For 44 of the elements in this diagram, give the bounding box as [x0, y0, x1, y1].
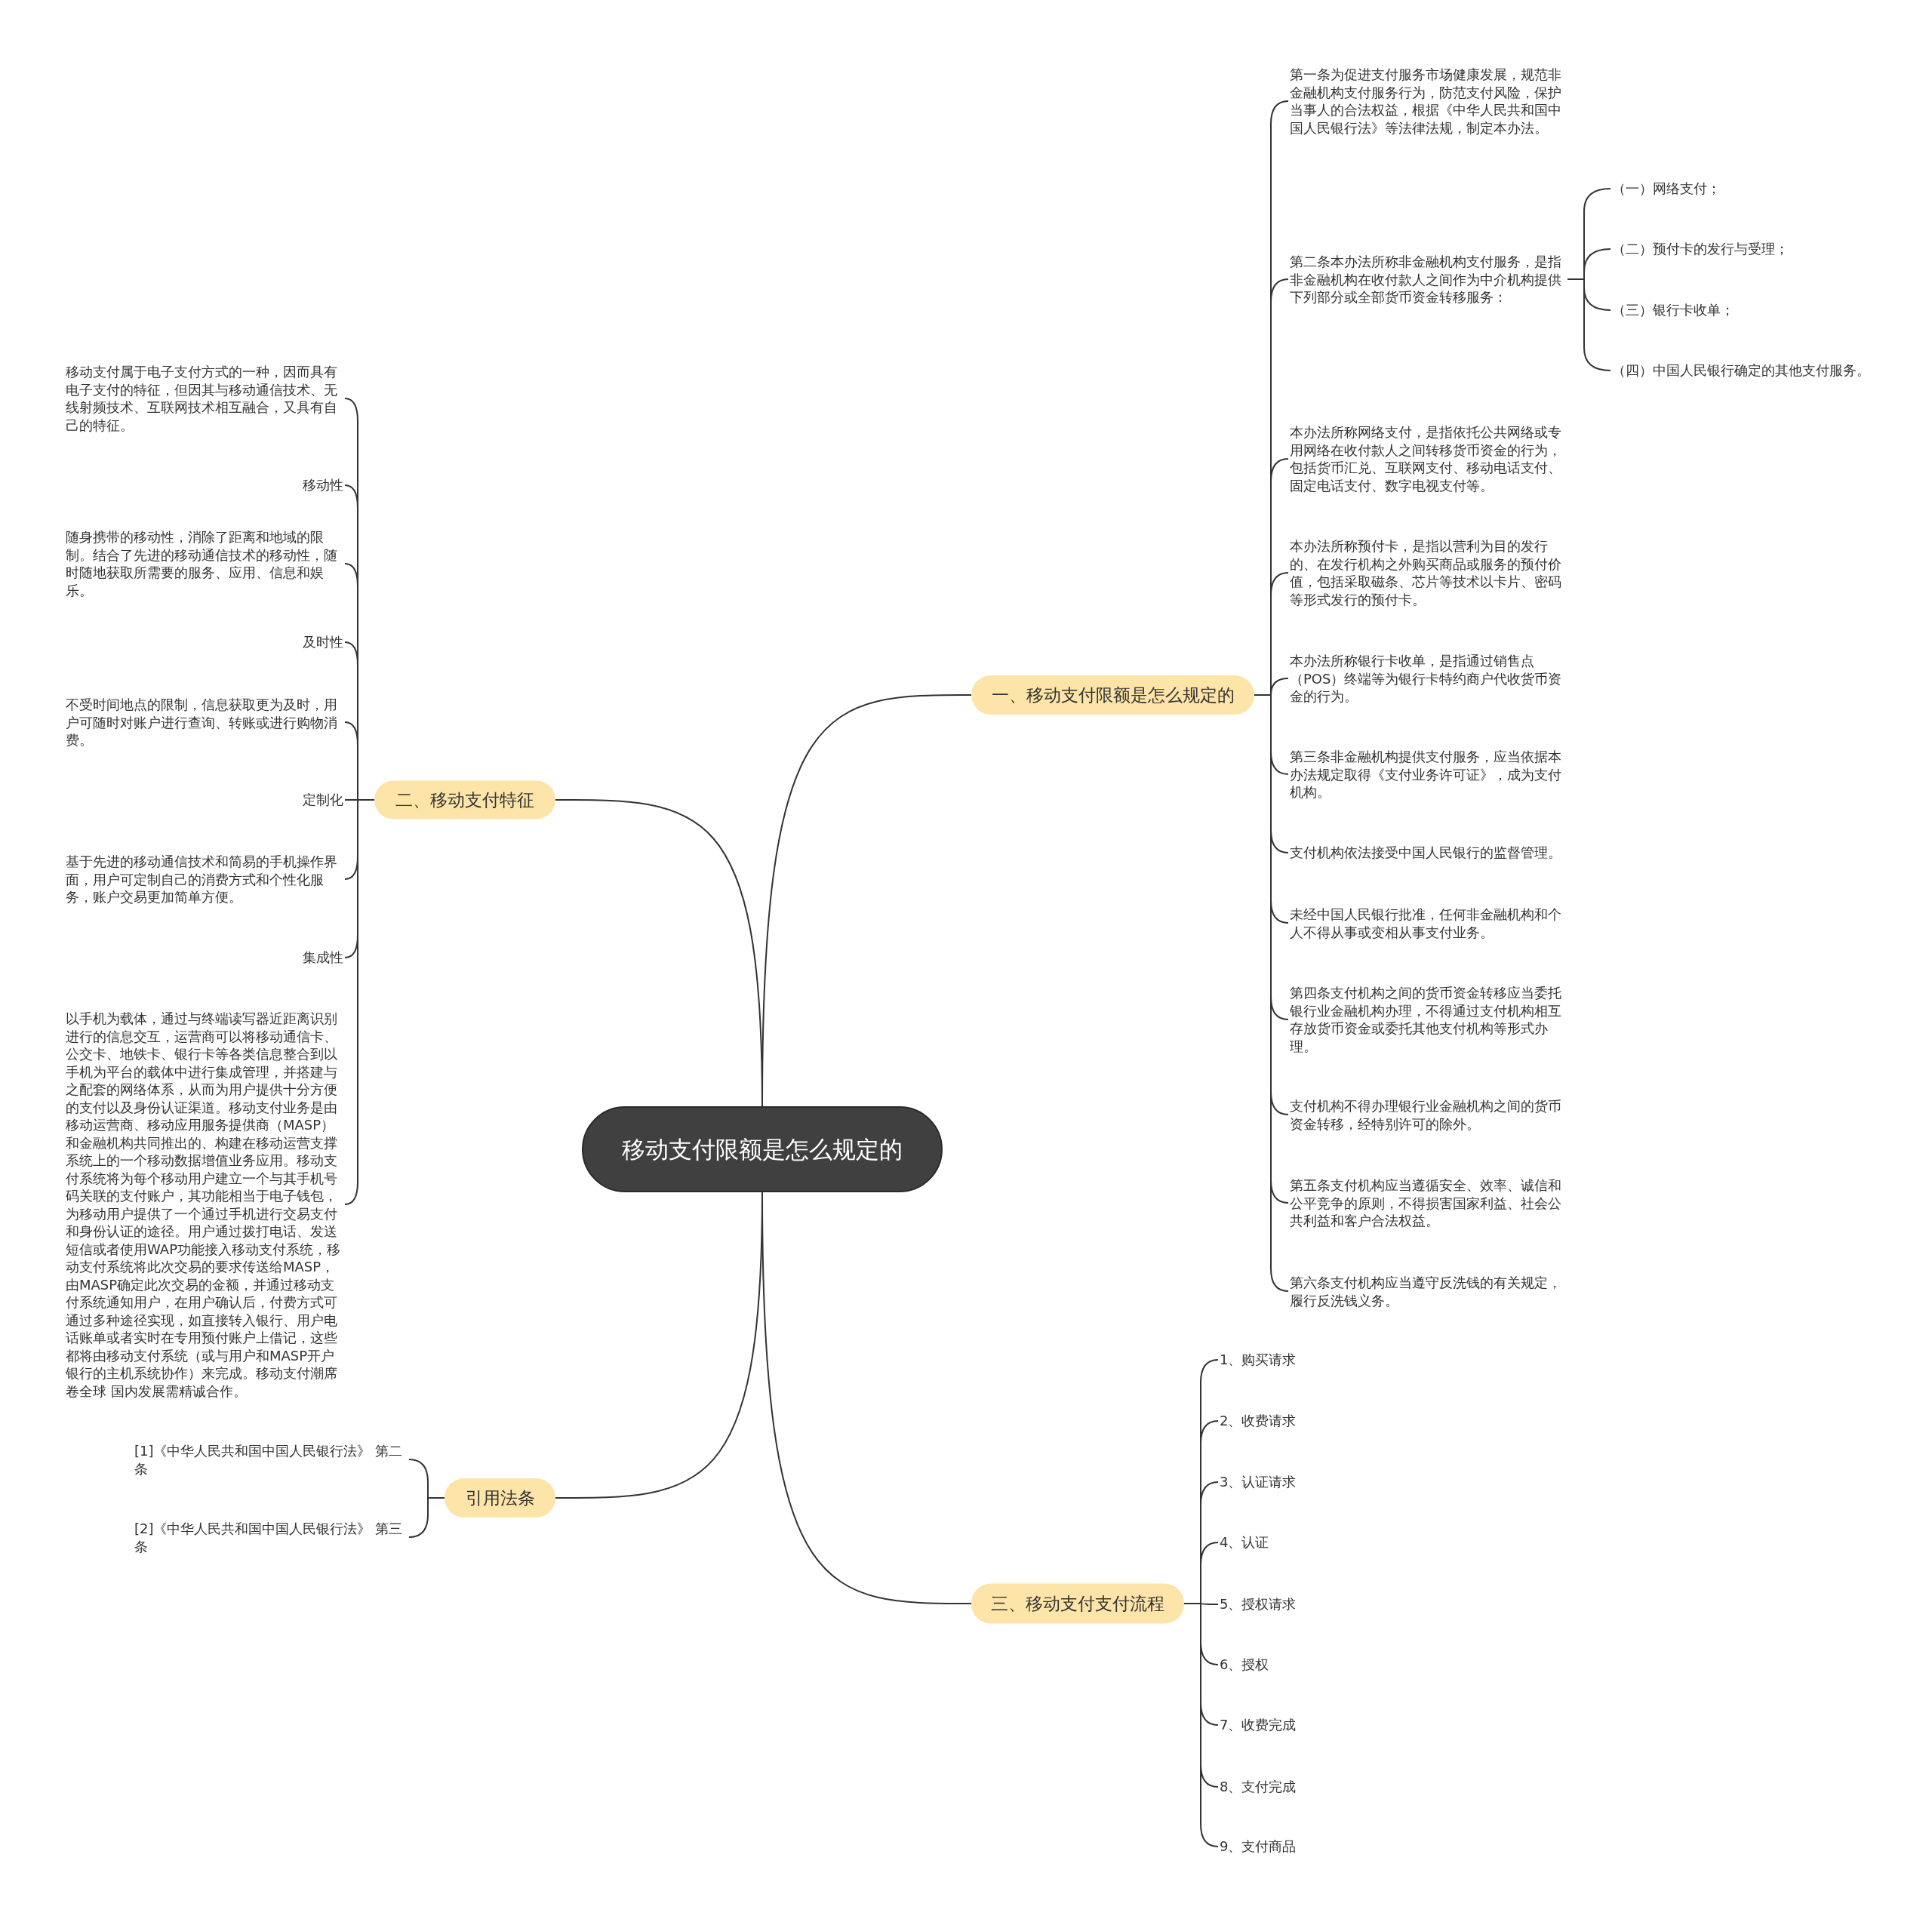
topic-text: 不受时间地点的限制，信息获取更为及时，用户可随时对账户进行查询、转账或进行购物消费。 — [66, 695, 343, 749]
topic-text: 9、支付商品 — [1220, 1837, 1297, 1856]
topic-text: （一）网络支付； — [1612, 180, 1721, 198]
topic-text: 1、购买请求 — [1220, 1351, 1297, 1369]
topic-text: 未经中国人民银行批准，任何非金融机构和个人不得从事或变相从事支付业务。 — [1290, 905, 1567, 941]
topic-text: 第六条支付机构应当遵守反洗钱的有关规定，履行反洗钱义务。 — [1290, 1273, 1567, 1309]
topic-box: 一、移动支付限额是怎么规定的 — [971, 675, 1254, 715]
topic-text: 3、认证请求 — [1220, 1473, 1297, 1491]
topic-text: 随身携带的移动性，消除了距离和地域的限制。结合了先进的移动通信技术的移动性，随时随地获取所需要的服务、应用、信息和娱乐。 — [66, 528, 343, 599]
topic-text: 第四条支付机构之间的货币资金转移应当委托银行业金融机构办理，不得通过支付机构相互存放货币资金或委托其他支付机构等形式办理。 — [1290, 984, 1567, 1055]
topic-text: 第二条本办法所称非金融机构支付服务，是指非金融机构在收付款人之间作为中介机构提供下列部分或全部货币资金转移服务： — [1290, 252, 1567, 306]
topic-text: 7、收费完成 — [1220, 1716, 1297, 1734]
central-topic: 移动支付限额是怎么规定的 — [582, 1106, 943, 1192]
topic-text: 定制化 — [303, 791, 343, 809]
connector-line — [1183, 1603, 1219, 1847]
topic-text: [1]《中华人民共和国中国人民银行法》 第二条 — [134, 1441, 408, 1478]
topic-text: 基于先进的移动通信技术和简易的手机操作界面，用户可定制自己的消费方式和个性化服务，账户交易更加简单方便。 — [66, 852, 343, 906]
topic-text: 第三条非金融机构提供支付服务，应当依据本办法规定取得《支付业务许可证》，成为支付机构。 — [1290, 747, 1567, 801]
topic-text: [2]《中华人民共和国中国人民银行法》 第三条 — [134, 1519, 408, 1555]
topic-text: 8、支付完成 — [1220, 1778, 1297, 1796]
topic-text: 及时性 — [303, 633, 343, 651]
topic-text: 4、认证 — [1220, 1533, 1269, 1551]
connector-line — [408, 1497, 445, 1538]
topic-text: 以手机为载体，通过与终端读写器近距离识别进行的信息交互，运营商可以将移动通信卡、公交卡、地铁卡、银行卡等各类信息整合到以手机为平台的载体中进行集成管理，并搭建与之配套的网络体系，从而为用户提供十分方便的支付以及身份认证渠道。移动支付业务是由移动运营商、移动应用服务提供商（MASP）和金融机构共同推出的、构建在移动运营支撑系统上的一个移动数据增值业务应用。移动支付系统将为每个移动用户建立一个与其手机号码关联的支付账户，其功能相当于电子钱包，为移动用户提供了一个通过手机进行交易支付和身份认证的途径。用户通过拨打电话、发送短信或者使用WAP功能接入移动支付系统，移动支付系统将此次交易的要求传送给MASP，由MASP确定此次交易的金额，并通过移动支付系统通知用户，在用户确认后，付费方式可通过多种途径实现，如直接转入银行、用户电话账单或者实时在专用预付账户上借记，这些都将由移动支付系统（或与用户和MASP开户银行的主机系统协作）来完成。移动支付潮席卷全球 国内发展需精诚合作。 — [66, 1009, 343, 1400]
topic-text: 移动支付属于电子支付方式的一种，因而具有电子支付的特征，但因其与移动通信技术、无线射频技术、互联网技术相互融合，又具有自己的特征。 — [66, 363, 343, 434]
topic-box: 引用法条 — [445, 1478, 555, 1518]
topic-text: （三）银行卡收单； — [1612, 301, 1734, 319]
topic-text: 支付机构依法接受中国人民银行的监督管理。 — [1290, 844, 1567, 862]
topic-text: 第五条支付机构应当遵循安全、效率、诚信和公平竞争的原则，不得损害国家利益、社会公共利益和客户合法权益。 — [1290, 1176, 1567, 1230]
topic-text: 2、收费请求 — [1220, 1412, 1297, 1430]
topic-text: 本办法所称预付卡，是指以营利为目的发行的、在发行机构之外购买商品或服务的预付价值，包括采取磁条、芯片等技术以卡片、密码等形式发行的预付卡。 — [1290, 537, 1567, 608]
topic-box: 二、移动支付特征 — [374, 780, 555, 820]
topic-text: （四）中国人民银行确定的其他支付服务。 — [1612, 361, 1870, 380]
topic-text: （二）预付卡的发行与受理； — [1612, 240, 1789, 258]
connector-line — [1567, 278, 1611, 371]
topic-text: 第一条为促进支付服务市场健康发展，规范非金融机构支付服务行为，防范支付风险，保护当事人的合法权益，根据《中华人民共和国中国人民银行法》等法律法规，制定本办法。 — [1290, 66, 1567, 137]
topic-text: 移动性 — [303, 476, 343, 494]
topic-text: 本办法所称银行卡收单，是指通过销售点（POS）终端等为银行卡特约商户代收货币资金的行为。 — [1290, 651, 1567, 706]
topic-text: 本办法所称网络支付，是指依托公共网络或专用网络在收付款人之间转移货币资金的行为，包括货币汇兑、互联网支付、移动电话支付、固定电话支付、数字电视支付等。 — [1290, 423, 1567, 494]
topic-box: 三、移动支付支付流程 — [971, 1583, 1184, 1624]
topic-text: 6、授权 — [1220, 1656, 1269, 1674]
topic-text: 支付机构不得办理银行业金融机构之间的货币资金转移，经特别许可的除外。 — [1290, 1096, 1567, 1133]
topic-text: 集成性 — [303, 949, 343, 967]
topic-text: 5、授权请求 — [1220, 1595, 1297, 1613]
